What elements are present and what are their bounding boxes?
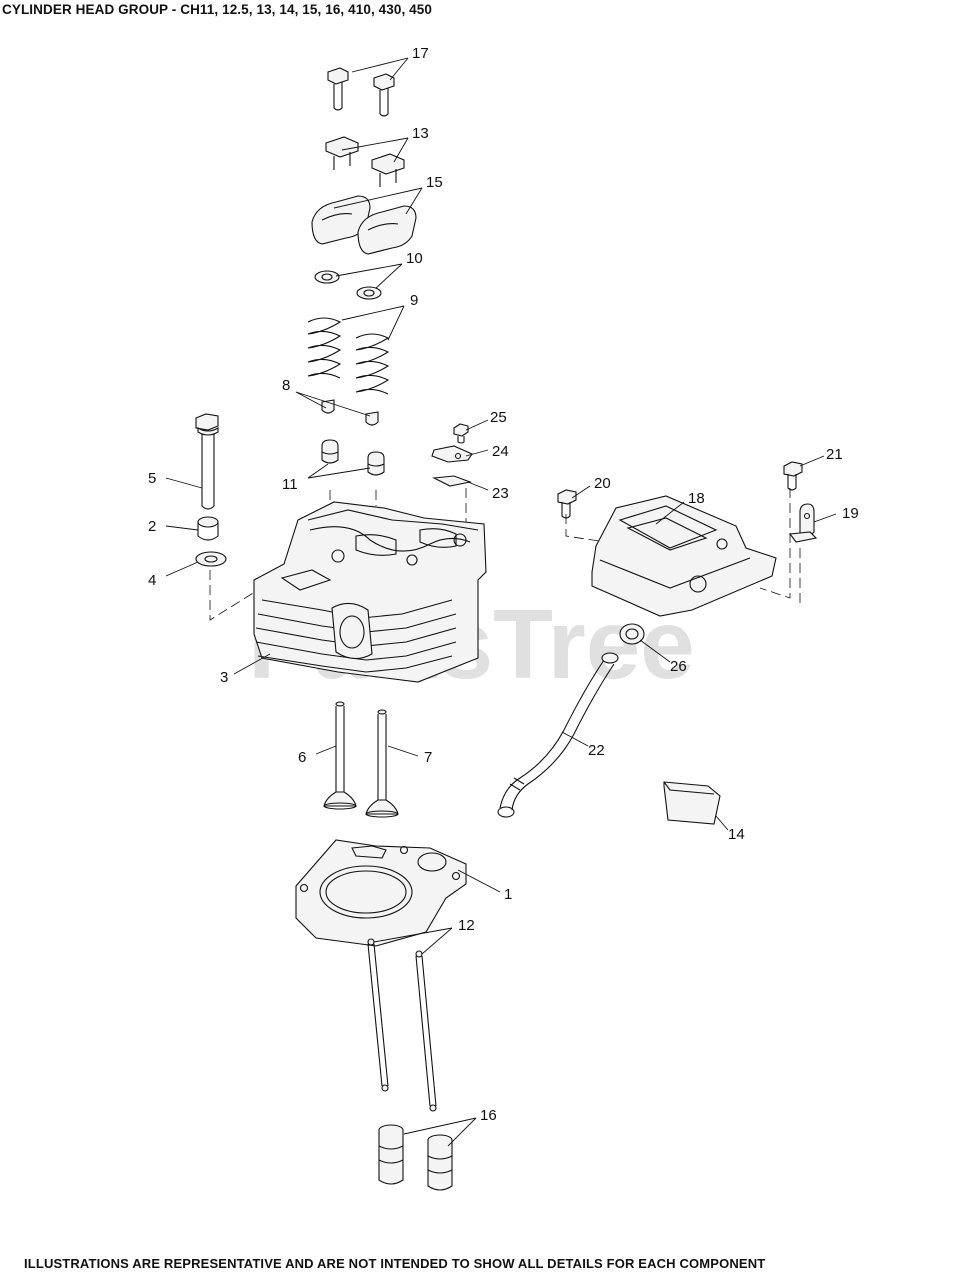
part-19-bracket[interactable] — [788, 503, 818, 543]
part-18-valve-cover[interactable] — [591, 495, 777, 617]
assembly-guide-lines — [209, 488, 801, 621]
part-7-exhaust-valve[interactable] — [365, 709, 399, 818]
callout-16: 16 — [480, 1107, 497, 1124]
callout-21: 21 — [826, 446, 843, 463]
callout-9: 9 — [410, 292, 418, 309]
part-5-cylinder-head-bolt[interactable] — [195, 413, 219, 510]
callout-5: 5 — [148, 470, 156, 487]
part-1-head-gasket[interactable] — [295, 839, 467, 947]
callout-13: 13 — [412, 125, 429, 142]
part-13-rocker-pivots[interactable] — [325, 136, 405, 187]
part-26-hose-clamp[interactable] — [619, 623, 645, 645]
callout-24: 24 — [492, 443, 509, 460]
part-20-valve-cover-screw[interactable] — [557, 489, 577, 519]
callout-8: 8 — [282, 377, 290, 394]
callout-4: 4 — [148, 572, 156, 589]
callout-22: 22 — [588, 742, 605, 759]
callout-23: 23 — [492, 485, 509, 502]
part-23-gasket[interactable] — [432, 475, 472, 487]
callout-26: 26 — [670, 658, 687, 675]
part-8-valve-keepers[interactable] — [321, 399, 379, 426]
callout-20: 20 — [594, 475, 611, 492]
callout-12: 12 — [458, 917, 475, 934]
part-2-spacer[interactable] — [197, 516, 219, 541]
callout-10: 10 — [406, 250, 423, 267]
part-22-breather-hose[interactable] — [497, 652, 619, 818]
part-12-push-rods[interactable] — [367, 938, 437, 1112]
disclaimer-footer: ILLUSTRATIONS ARE REPRESENTATIVE AND ARE… — [24, 1256, 766, 1271]
callout-leader-lines — [165, 57, 837, 1147]
part-17-rocker-bolts[interactable] — [327, 67, 395, 117]
part-16-hydraulic-lifters[interactable] — [378, 1124, 453, 1191]
callout-11: 11 — [282, 476, 298, 493]
part-3-cylinder-head[interactable] — [253, 501, 487, 683]
callout-6: 6 — [298, 749, 306, 766]
part-21-screw[interactable] — [783, 461, 803, 491]
part-10-valve-spring-retainers[interactable] — [314, 270, 382, 300]
part-25-screw[interactable] — [453, 423, 469, 444]
callout-2: 2 — [148, 518, 156, 535]
part-11-valve-stem-seals[interactable] — [321, 439, 385, 476]
callout-17: 17 — [412, 45, 429, 62]
part-14-shield[interactable] — [663, 781, 721, 825]
part-4-washer[interactable] — [195, 551, 227, 567]
part-24-breather-plate[interactable] — [431, 445, 473, 463]
callout-25: 25 — [490, 409, 507, 426]
callout-18: 18 — [688, 490, 705, 507]
part-15-rocker-arms[interactable] — [311, 195, 417, 255]
callout-1: 1 — [504, 886, 512, 903]
callout-3: 3 — [220, 669, 228, 686]
callout-19: 19 — [842, 505, 859, 522]
part-9-valve-springs[interactable] — [307, 317, 390, 395]
callout-15: 15 — [426, 174, 443, 191]
callout-14: 14 — [728, 826, 745, 843]
part-6-intake-valve[interactable] — [323, 701, 357, 810]
page-title: CYLINDER HEAD GROUP - CH11, 12.5, 13, 14… — [2, 2, 433, 17]
callout-7: 7 — [424, 749, 432, 766]
